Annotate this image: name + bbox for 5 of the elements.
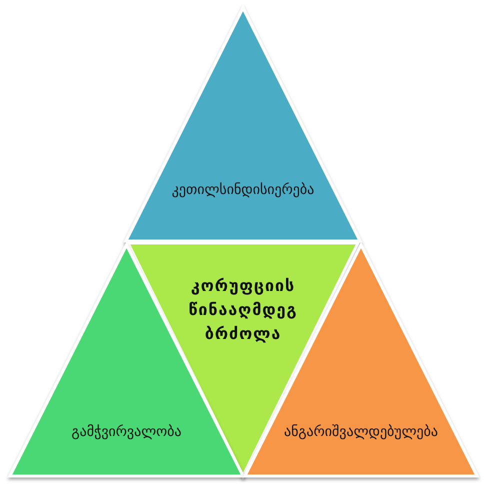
segment-label: ანგარიშვალდებულება xyxy=(283,424,439,440)
triangle-segment xyxy=(126,8,360,241)
segment-label: გამჭვირვალობა xyxy=(70,424,182,440)
segment-label: კეთილსინდისიერება xyxy=(170,182,316,198)
center-title: კორუფციის წინააღმდეგ ბრძოლა xyxy=(188,275,298,345)
